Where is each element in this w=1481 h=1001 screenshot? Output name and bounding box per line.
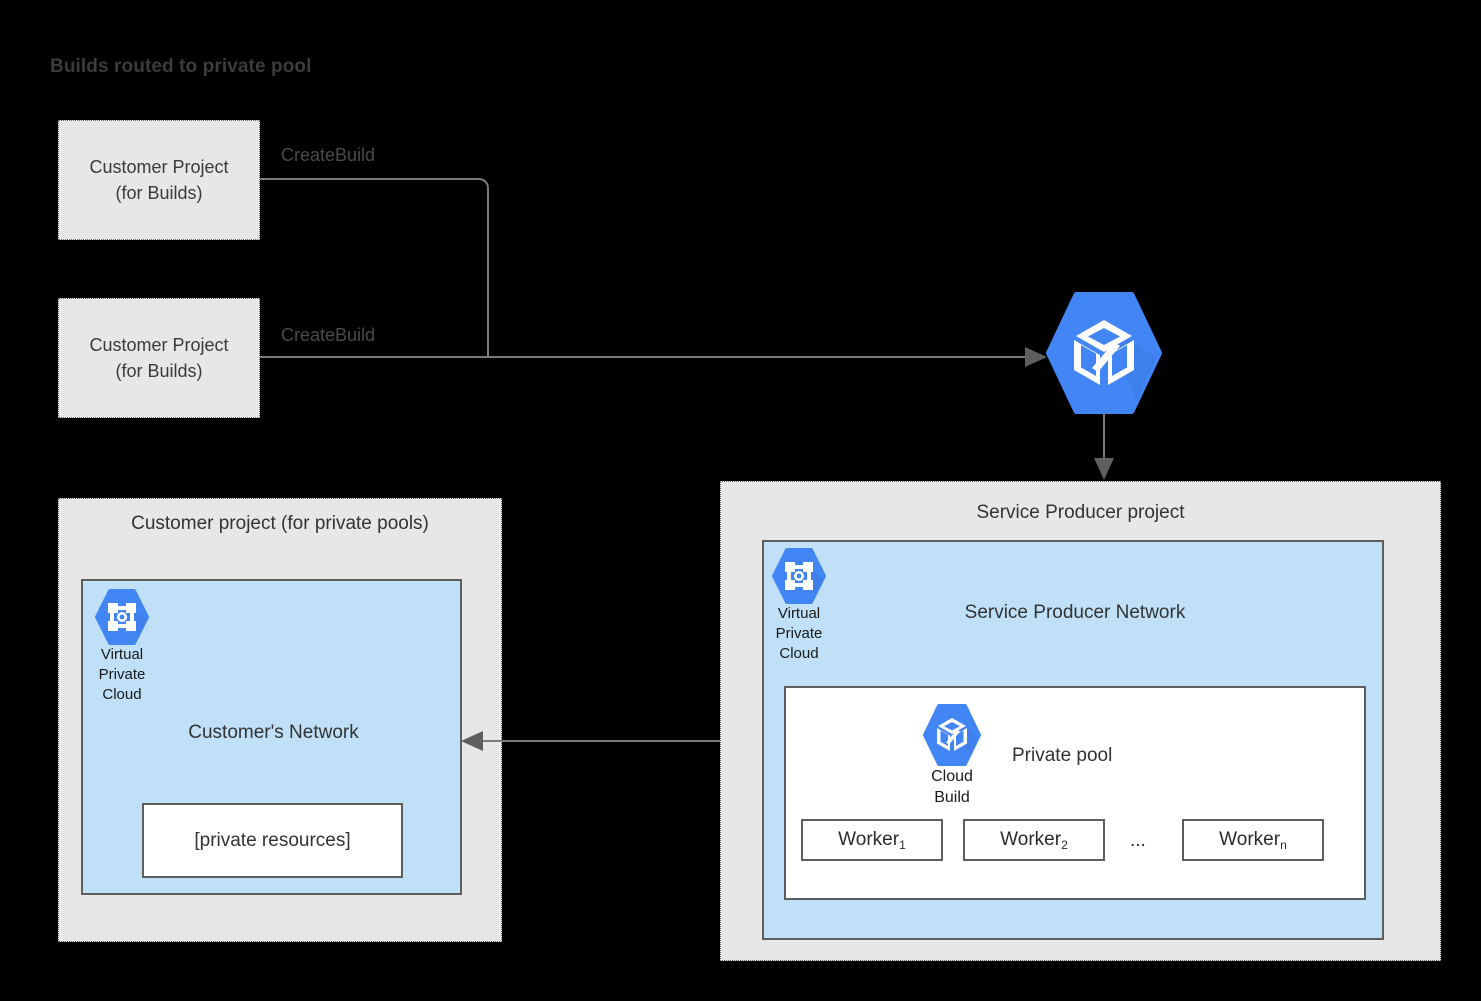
cloud-build-caption-line2: Build <box>934 789 970 807</box>
arrowhead-to-producer-panel <box>1092 458 1116 482</box>
worker-ellipsis: ... <box>1130 830 1146 851</box>
worker-label-n: Workern <box>1219 829 1287 852</box>
cloud-build-icon-stack[interactable]: Cloud Build <box>920 704 984 808</box>
project-label-line2: (for Builds) <box>115 361 203 381</box>
diagram-title: Builds routed to private pool <box>50 56 312 77</box>
vpc-caption-line3: Cloud <box>102 685 142 703</box>
customer-build-project-box-1[interactable]: Customer Project (for Builds) <box>58 120 260 240</box>
worker-label-1: Worker1 <box>838 829 906 852</box>
arrowhead-to-cloudbuild <box>1025 345 1049 369</box>
cloud-build-icon-caption: Cloud Build <box>931 766 973 808</box>
producer-panel-title: Service Producer project <box>976 502 1185 523</box>
createbuild-label-1: CreateBuild <box>281 145 376 165</box>
customer-private-pool-project-panel[interactable]: Customer project (for private pools) <box>58 498 502 942</box>
service-producer-network-title: Service Producer Network <box>964 602 1186 623</box>
connector-1-corner <box>475 178 489 192</box>
connector-2-horizontal <box>260 356 1036 358</box>
customer-build-project-label-1: Customer Project (for Builds) <box>89 154 228 206</box>
private-pool-box[interactable]: Cloud Build Private pool Worker1 Worker2… <box>784 686 1366 900</box>
cloud-build-hexagon-svg <box>1046 292 1162 414</box>
vpc-caption-line1: Virtual <box>777 605 821 622</box>
project-label-line2: (for Builds) <box>115 183 203 203</box>
customer-panel-title: Customer project (for private pools) <box>131 513 429 534</box>
vpc-icon-caption-producer: Virtual Private Cloud <box>776 604 823 663</box>
vpc-icon-caption-customer: Virtual Private Cloud <box>99 645 146 704</box>
vpc-hexagon-svg <box>95 589 149 645</box>
vpc-caption-line3: Cloud <box>779 644 819 662</box>
cloud-build-hexagon-svg <box>923 704 981 766</box>
customers-network-title: Customer's Network <box>188 722 359 743</box>
customer-build-project-box-2[interactable]: Customer Project (for Builds) <box>58 298 260 418</box>
network-peering-line <box>472 740 753 742</box>
vpc-caption-line2: Private <box>775 624 823 642</box>
cloud-build-icon[interactable] <box>1040 292 1168 414</box>
service-producer-project-panel[interactable]: Service Producer project <box>720 481 1441 961</box>
service-producer-network-box[interactable]: Virtual Private Cloud Service Producer N… <box>762 540 1384 940</box>
cloud-build-caption-line1: Cloud <box>931 768 973 785</box>
private-resources-label: [private resources] <box>194 829 351 851</box>
vpc-caption-line2: Private <box>98 665 146 683</box>
vpc-icon <box>770 548 828 604</box>
vpc-caption-line1: Virtual <box>100 646 144 663</box>
worker-label-2: Worker2 <box>1000 829 1068 852</box>
project-label-line1: Customer Project <box>89 156 229 177</box>
worker-box-2[interactable]: Worker2 <box>963 819 1105 861</box>
customers-network-box[interactable]: Virtual Private Cloud Customer's Network… <box>81 579 462 895</box>
cloud-build-icon <box>920 704 984 766</box>
vpc-icon-stack-customer[interactable]: Virtual Private Cloud <box>93 589 151 704</box>
createbuild-label-2: CreateBuild <box>281 325 376 345</box>
customer-build-project-label-2: Customer Project (for Builds) <box>89 332 228 384</box>
connector-down-vertical <box>1103 413 1105 461</box>
vpc-icon-stack-producer[interactable]: Virtual Private Cloud <box>770 548 828 663</box>
arrowhead-peering-left <box>461 730 483 752</box>
worker-box-1[interactable]: Worker1 <box>801 819 943 861</box>
vpc-hexagon-svg <box>772 548 826 604</box>
connector-1-horizontal <box>260 178 477 180</box>
worker-box-n[interactable]: Workern <box>1182 819 1324 861</box>
vpc-icon <box>93 589 151 645</box>
connector-1-vertical <box>487 190 489 357</box>
private-pool-title: Private pool <box>1012 745 1113 766</box>
private-resources-box[interactable]: [private resources] <box>142 803 403 878</box>
project-label-line1: Customer Project <box>89 334 229 355</box>
